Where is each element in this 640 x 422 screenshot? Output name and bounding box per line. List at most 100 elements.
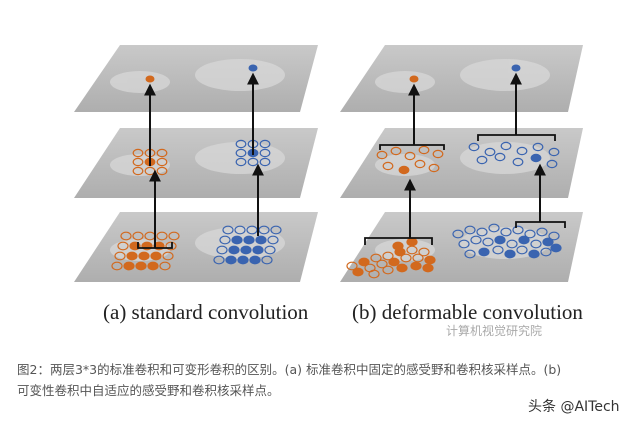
sampling-point (404, 151, 416, 161)
sampling-point (252, 245, 264, 255)
sampling-point (162, 251, 174, 261)
sampling-point (352, 267, 364, 277)
sampling-point (132, 157, 144, 167)
sampling-point (382, 265, 394, 275)
sampling-point (370, 253, 382, 263)
sampling-point (516, 146, 528, 156)
sampling-point (264, 245, 276, 255)
sampling-point (476, 227, 488, 237)
sampling-points-mid-left-b (376, 145, 444, 175)
bracket-mid-left-b (379, 144, 445, 150)
sampling-point (504, 249, 516, 259)
sampling-point (376, 259, 388, 269)
watermark: 计算机视觉研究院 (446, 324, 543, 338)
sampling-point (506, 239, 518, 249)
source-attribution: 头条 @AITech (528, 399, 620, 415)
sampling-point (482, 237, 494, 247)
sampling-point (126, 251, 138, 261)
sampling-point (470, 235, 482, 245)
sampling-point (400, 253, 412, 263)
sampling-point (464, 249, 476, 259)
sampling-point (376, 150, 388, 160)
sampling-point (532, 142, 544, 152)
sampling-point (231, 235, 243, 245)
sampling-point (548, 231, 560, 241)
activation-unit-right-b (511, 64, 521, 72)
sampling-point (255, 235, 267, 245)
sampling-point (540, 247, 552, 257)
sampling-point (388, 257, 400, 267)
sampling-point (418, 247, 430, 257)
sampling-grid-bottom-right-a (213, 225, 282, 265)
sampling-points-bottom-left-b (346, 237, 436, 279)
sampling-point (235, 148, 247, 158)
caption-line-1: 图2：两层3*3的标准卷积和可变形卷积的区别。(a) 标准卷积中固定的感受野和卷… (17, 362, 562, 377)
sampling-point (530, 153, 542, 163)
sampling-point (240, 245, 252, 255)
sampling-point (135, 261, 147, 271)
sampling-point (159, 261, 171, 271)
sampling-point (410, 261, 422, 271)
sampling-point (216, 245, 228, 255)
sampling-point (412, 253, 424, 263)
sampling-point (494, 152, 506, 162)
sampling-point (213, 255, 225, 265)
sampling-point (406, 237, 418, 247)
sampling-point (259, 157, 271, 167)
activation-unit-left-a (145, 75, 155, 83)
sampling-point (219, 235, 231, 245)
sampling-point (516, 245, 528, 255)
sampling-point (235, 139, 247, 149)
sampling-points-bottom-right-b (452, 223, 562, 259)
sampling-point (120, 231, 132, 241)
sampling-point (147, 261, 159, 271)
sampling-point (228, 245, 240, 255)
sampling-point (542, 237, 554, 247)
sampling-point (518, 235, 530, 245)
sampling-point (368, 269, 380, 279)
sampling-point (546, 159, 558, 169)
sampling-point (270, 225, 282, 235)
panel-deformable (340, 45, 583, 282)
sampling-point (132, 148, 144, 158)
bracket-bot-left-b (364, 237, 433, 245)
sampling-point (390, 146, 402, 156)
sampling-points-mid-right-b (468, 141, 560, 169)
sampling-point (476, 155, 488, 165)
panel-standard (74, 45, 318, 282)
sampling-point (168, 231, 180, 241)
sampling-point (512, 157, 524, 167)
sampling-point (259, 148, 271, 158)
activation-unit-left-b (409, 75, 419, 83)
sampling-point (478, 247, 490, 257)
sampling-point (458, 239, 470, 249)
sampling-point (138, 251, 150, 261)
sampling-point (398, 165, 410, 175)
sampling-point (111, 261, 123, 271)
sampling-point (484, 147, 496, 157)
label-deformable-convolution: (b) deformable convolution (352, 300, 583, 324)
sampling-point (156, 157, 168, 167)
sampling-point (156, 231, 168, 241)
sampling-point (123, 261, 135, 271)
sampling-point (222, 225, 234, 235)
sampling-point (243, 235, 255, 245)
sampling-point (524, 229, 536, 239)
sampling-point (432, 149, 444, 159)
sampling-point (237, 255, 249, 265)
sampling-point (234, 225, 246, 235)
figure-caption: 图2：两层3*3的标准卷积和可变形卷积的区别。(a) 标准卷积中固定的感受野和卷… (17, 359, 629, 401)
sampling-point (492, 245, 504, 255)
sampling-point (259, 139, 271, 149)
sampling-point (422, 263, 434, 273)
caption-line-2: 可变性卷积中自适应的感受野和卷积核采样点。 (17, 383, 280, 398)
sampling-point (382, 161, 394, 171)
sampling-point (392, 241, 404, 251)
sampling-point (488, 223, 500, 233)
sampling-point (500, 227, 512, 237)
sampling-point (132, 231, 144, 241)
sampling-point (464, 225, 476, 235)
sampling-point (156, 148, 168, 158)
sampling-point (235, 157, 247, 167)
